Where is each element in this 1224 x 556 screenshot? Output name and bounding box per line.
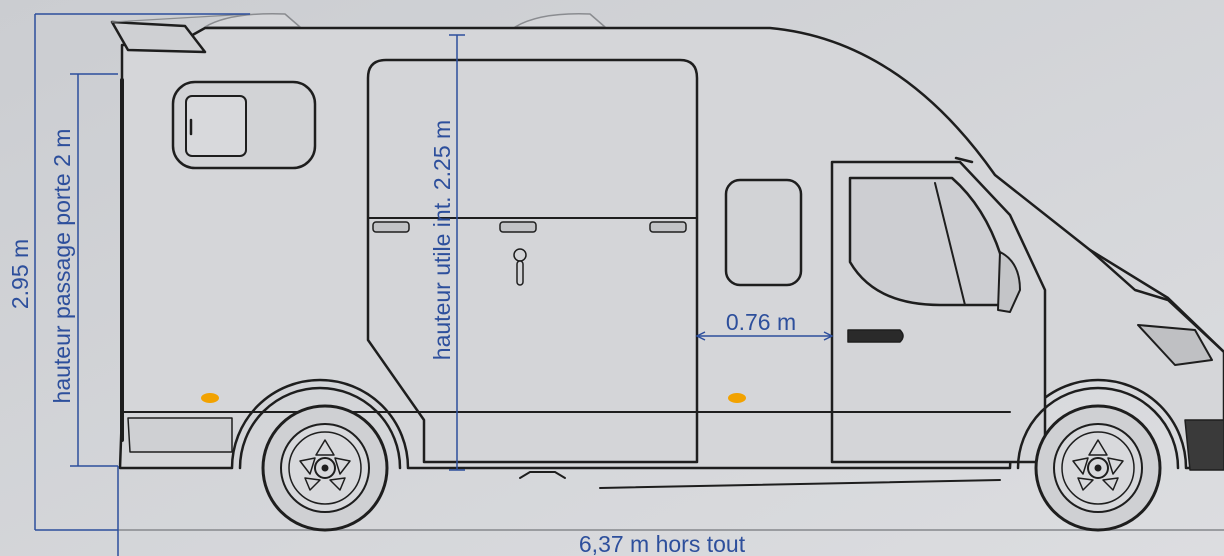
roof-vent-rear bbox=[204, 13, 301, 28]
rear-window-sash bbox=[185, 95, 247, 157]
total-height-label: 2.95 m bbox=[7, 239, 33, 309]
rear-skirt bbox=[127, 417, 233, 453]
door-passage-height-label: hauteur passage porte 2 m bbox=[49, 129, 75, 404]
roof-vent-front bbox=[514, 13, 606, 28]
overall-length-label: 6,37 m hors tout bbox=[579, 531, 746, 556]
rear-spoiler bbox=[110, 20, 207, 54]
door-handle-knob bbox=[513, 248, 527, 262]
hood-line bbox=[1088, 248, 1224, 354]
side-mirror bbox=[997, 251, 1021, 313]
rear-wheel-arch bbox=[238, 386, 402, 470]
door-hinge-left bbox=[372, 221, 410, 233]
door-step bbox=[519, 471, 566, 479]
windshield-wiper bbox=[954, 156, 974, 164]
door-hinge-middle bbox=[499, 221, 537, 233]
door-hinge-right bbox=[649, 221, 687, 233]
dimension-lines bbox=[34, 13, 834, 556]
door-width-arrow-right bbox=[823, 331, 834, 341]
rear-wheel bbox=[261, 404, 389, 532]
side-window bbox=[724, 178, 803, 287]
door-width-arrow-left bbox=[695, 331, 706, 341]
cab-window-divider bbox=[934, 182, 966, 306]
marker-light-front bbox=[728, 393, 746, 403]
marker-light-rear bbox=[201, 393, 219, 403]
side-door bbox=[366, 58, 699, 464]
van bbox=[110, 13, 1224, 532]
door-handle bbox=[516, 260, 524, 286]
interior-height-label: hauteur utile int. 2.25 m bbox=[429, 120, 455, 360]
headlight bbox=[1137, 324, 1213, 366]
cab-door-handle bbox=[847, 329, 904, 343]
roof-edge-line bbox=[111, 13, 251, 23]
front-wheel bbox=[1034, 404, 1162, 532]
chassis-line bbox=[599, 479, 1001, 489]
door-width-label: 0.76 m bbox=[726, 309, 796, 335]
front-wheel-arch bbox=[1016, 386, 1180, 470]
front-bumper-grille bbox=[1184, 419, 1224, 471]
